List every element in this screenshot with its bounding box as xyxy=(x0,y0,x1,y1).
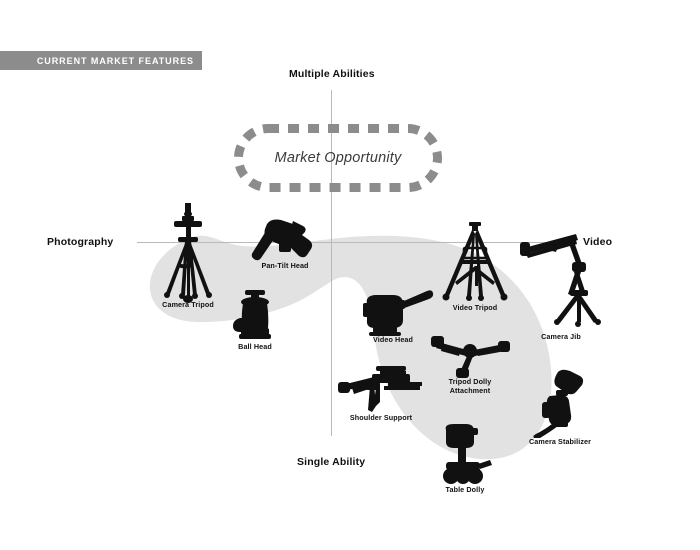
axis-label-single-ability: Single Ability xyxy=(297,456,366,468)
market-opportunity-label: Market Opportunity xyxy=(274,150,402,166)
vertical-axis xyxy=(331,90,332,436)
ball-head-icon xyxy=(227,290,283,344)
camera-jib-icon xyxy=(520,232,602,328)
header-banner: CURRENT MARKET FEATURES xyxy=(0,51,202,70)
camera-stabilizer-icon xyxy=(532,368,588,438)
product-label-camera-tripod: Camera Tripod xyxy=(162,300,214,309)
tripod-dolly-attachment-icon xyxy=(430,330,510,378)
video-head-icon xyxy=(353,290,434,336)
header-banner-label: CURRENT MARKET FEATURES xyxy=(36,55,194,66)
product-label-video-tripod: Video Tripod xyxy=(452,303,498,312)
video-tripod-icon xyxy=(437,222,513,304)
axis-label-multiple-abilities: Multiple Abilities xyxy=(289,68,375,80)
product-label-shoulder-support: Shoulder Support xyxy=(349,413,413,422)
horizontal-axis xyxy=(137,242,574,243)
axis-label-video: Video xyxy=(583,236,613,248)
product-label-pan-tilt-head: Pan-Tilt Head xyxy=(261,261,309,270)
axis-label-photography: Photography xyxy=(47,236,114,248)
shoulder-support-icon xyxy=(336,362,426,414)
dashed-pill-outline xyxy=(234,124,442,192)
product-label-table-dolly: Table Dolly xyxy=(445,485,485,494)
market-opportunity-callout: Market Opportunity xyxy=(234,124,442,192)
product-label-tripod-dolly-attachment: Tripod Dolly Attachment xyxy=(448,377,492,395)
product-label-camera-stabilizer: Camera Stabilizer xyxy=(528,437,592,446)
product-label-camera-jib: Camera Jib xyxy=(541,332,581,341)
table-dolly-icon xyxy=(434,424,496,486)
camera-tripod-icon xyxy=(152,203,224,303)
pan-tilt-head-icon xyxy=(249,218,321,262)
product-label-video-head: Video Head xyxy=(372,335,414,344)
product-label-ball-head: Ball Head xyxy=(238,342,272,351)
